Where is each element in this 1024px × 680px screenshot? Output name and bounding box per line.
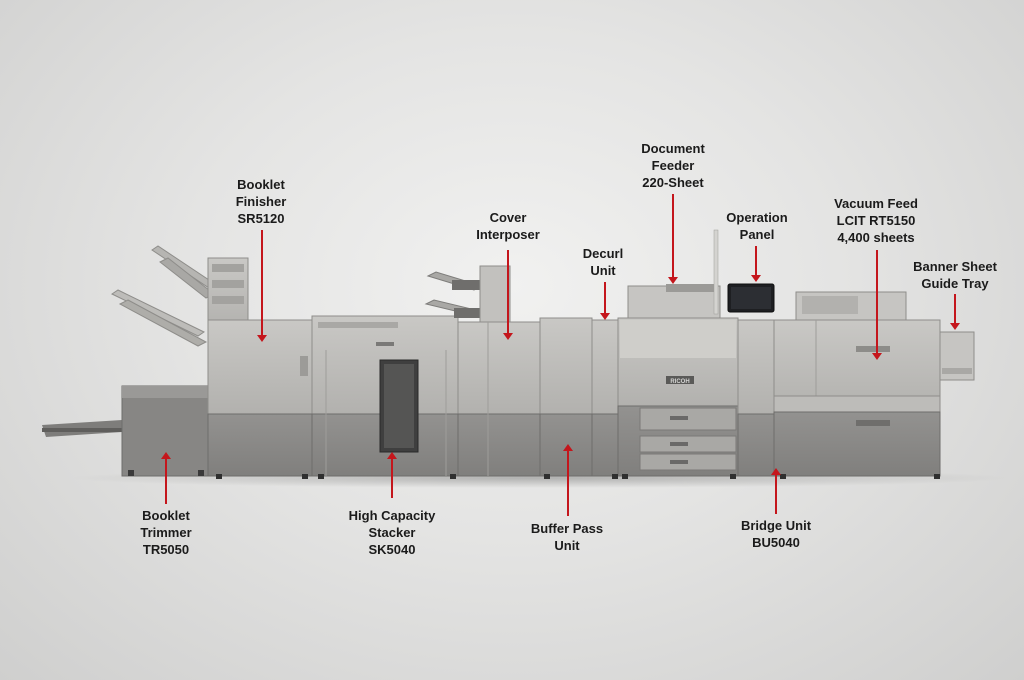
high-capacity-stacker-unit xyxy=(311,315,459,477)
arrow-booklet-finisher xyxy=(257,230,267,342)
decurl-unit xyxy=(591,319,619,477)
buffer-pass-unit xyxy=(539,317,593,477)
arrow-cover-interposer xyxy=(503,250,513,340)
arrow-vacuum-feed xyxy=(872,250,882,360)
arrow-decurl-unit xyxy=(600,282,610,320)
engine-badge xyxy=(666,376,694,384)
arrow-bridge-unit xyxy=(771,468,781,514)
cover-interposer-unit xyxy=(424,265,541,477)
print-engine-unit: RICOH xyxy=(617,229,775,477)
booklet-trimmer-unit xyxy=(42,385,211,477)
engine-badge-text: RICOH xyxy=(670,379,689,385)
bridge-unit xyxy=(737,319,775,477)
arrow-operation-panel xyxy=(751,246,761,282)
arrow-buffer-pass xyxy=(563,444,573,516)
booklet-finisher-unit xyxy=(110,245,313,477)
arrow-banner-sheet xyxy=(950,294,960,330)
arrow-document-feeder xyxy=(668,194,678,284)
vacuum-feed-lcit-unit xyxy=(773,291,941,477)
arrow-high-capacity-stacker xyxy=(387,452,397,498)
casters xyxy=(216,474,940,479)
arrow-booklet-trimmer xyxy=(161,452,171,504)
banner-sheet-guide-tray-unit xyxy=(939,331,975,381)
